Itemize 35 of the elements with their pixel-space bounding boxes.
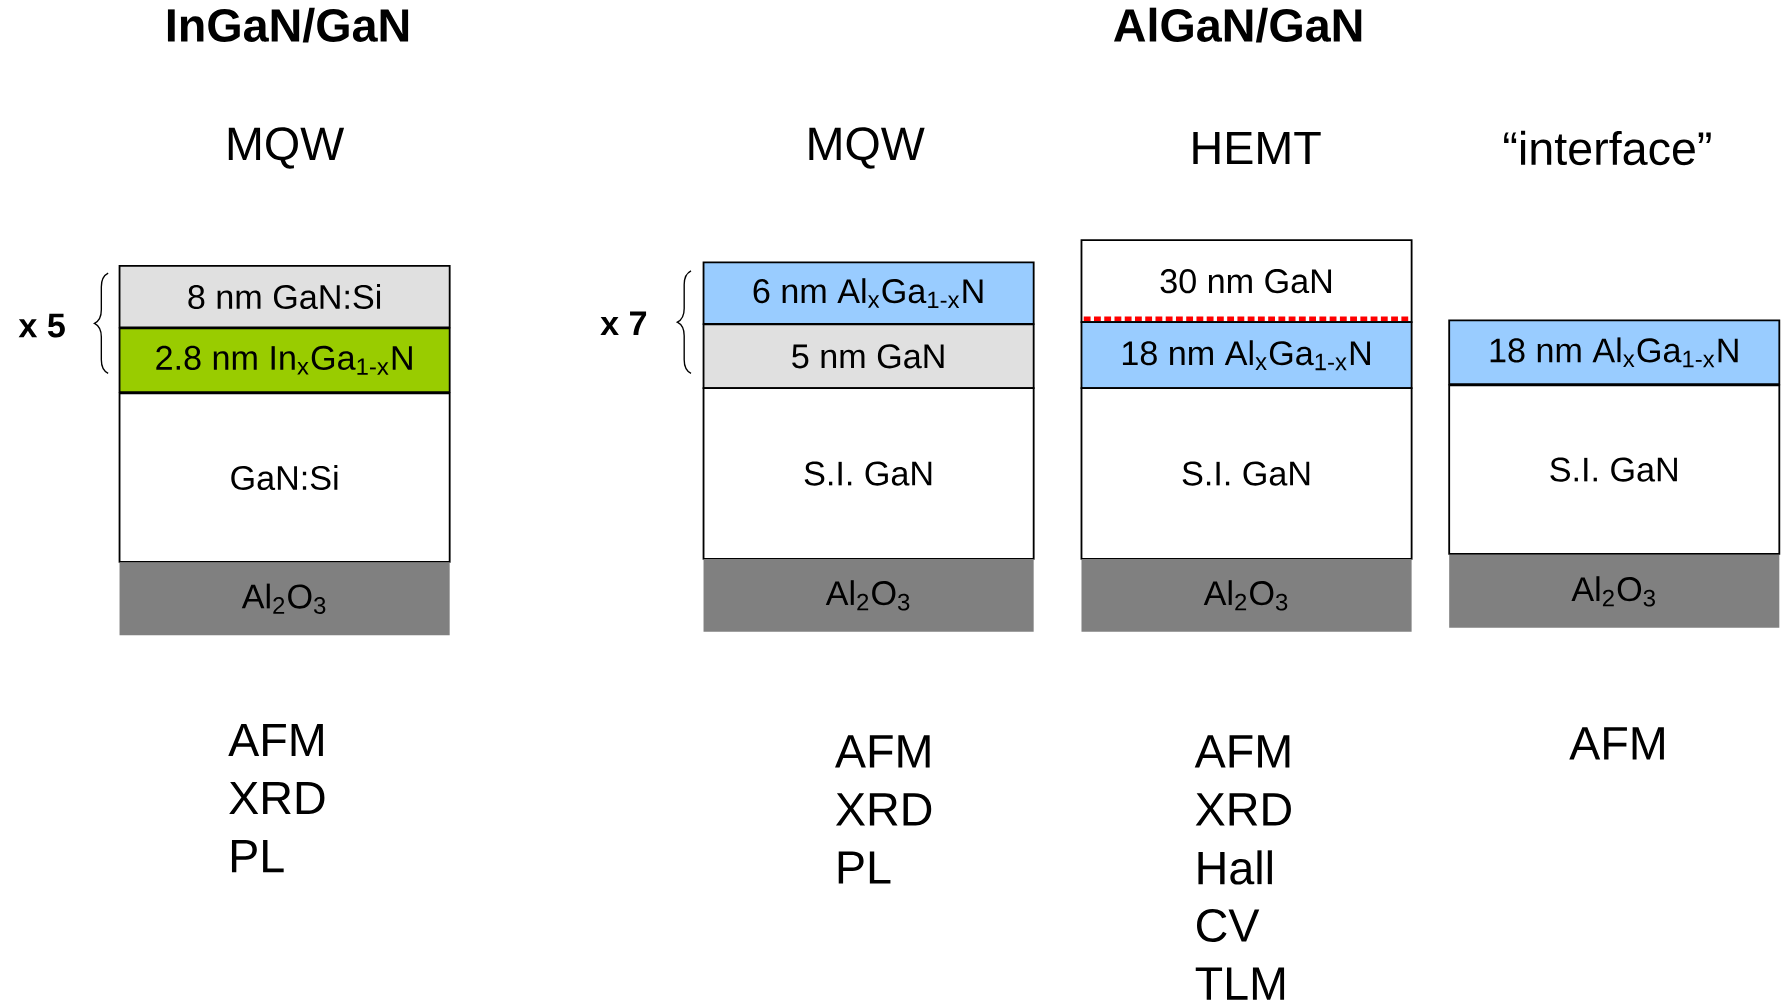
layer-box: 5 nm GaN <box>702 323 1035 390</box>
technique-label: Hall <box>1198 850 1272 885</box>
repeat-label: x 5 <box>18 313 65 338</box>
layer-box: S.I. GaN <box>1080 387 1413 561</box>
structure-label: HEMT <box>1193 132 1321 165</box>
repeat-label: x 7 <box>600 311 647 336</box>
technique-label: AFM <box>835 735 930 768</box>
layer-box: 18 nm Al$_{x}$Ga$_{1-x}$N <box>1080 321 1413 390</box>
layer-box: 30 nm GaN <box>1080 239 1413 324</box>
technique-label: TLM <box>1195 967 1285 1000</box>
technique-label: PL <box>838 851 891 884</box>
layer-box: GaN:Si <box>118 392 451 563</box>
structure-label: MQW <box>809 127 925 169</box>
technique-label: AFM <box>1194 735 1290 768</box>
substrate-box: Al$_{2}$O$_{3}$ <box>1449 555 1780 628</box>
layer-box: 8 nm GaN:Si <box>118 265 451 329</box>
layer-box: S.I. GaN <box>702 387 1035 561</box>
technique-label: PL <box>231 840 284 873</box>
technique-label: CV <box>1197 909 1260 943</box>
technique-label: AFM <box>228 724 323 757</box>
structure-label: “interface” <box>1504 131 1711 166</box>
substrate-box: Al$_{2}$O$_{3}$ <box>119 562 450 636</box>
technique-label: XRD <box>1195 793 1291 826</box>
technique-label: XRD <box>229 782 325 815</box>
heading: AlGaN/GaN <box>1113 7 1362 43</box>
structure-label: MQW <box>228 127 345 169</box>
substrate-box: Al$_{2}$O$_{3}$ <box>703 559 1034 632</box>
layer-box: S.I. GaN <box>1448 384 1781 555</box>
layer-box: 2.8 nm In$_{x}$Ga$_{1-x}$N <box>118 327 451 394</box>
layer-box: 18 nm Al$_{x}$Ga$_{1-x}$N <box>1448 319 1781 386</box>
technique-label: AFM <box>1569 727 1664 760</box>
heading: InGaN/GaN <box>167 7 409 43</box>
layer-box: 6 nm Al$_{x}$Ga$_{1-x}$N <box>702 261 1035 325</box>
technique-label: XRD <box>835 793 932 826</box>
substrate-box: Al$_{2}$O$_{3}$ <box>1081 559 1412 632</box>
